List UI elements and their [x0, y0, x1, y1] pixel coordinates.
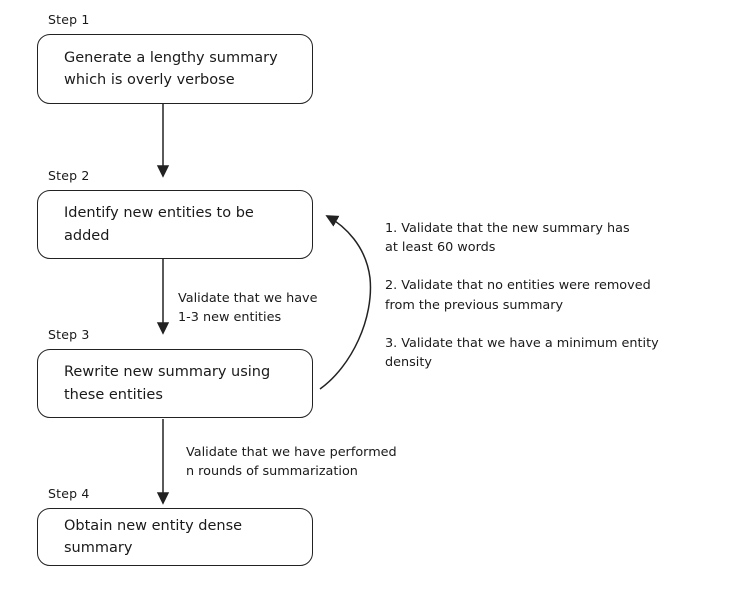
- node-step-2[interactable]: Identify new entities to be added: [37, 190, 313, 259]
- edge-label-step2-step3: Validate that we have 1-3 new entities: [178, 291, 318, 326]
- node-step-2-text: Identify new entities to be added: [64, 205, 254, 244]
- node-step-3[interactable]: Rewrite new summary using these entities: [37, 349, 313, 418]
- step-label-4: Step 4: [48, 486, 90, 501]
- step-label-3: Step 3: [48, 327, 90, 342]
- node-step-4[interactable]: Obtain new entity dense summary: [37, 508, 313, 566]
- validation-note-2: 2. Validate that no entities were remove…: [385, 278, 651, 313]
- edge-label-step3-step4: Validate that we have performed n rounds…: [186, 445, 397, 480]
- step-label-2: Step 2: [48, 168, 90, 183]
- node-step-4-text: Obtain new entity dense summary: [64, 517, 243, 556]
- node-step-3-text: Rewrite new summary using these entities: [64, 364, 271, 403]
- node-step-1-text: Generate a lengthy summary which is over…: [64, 49, 278, 88]
- arrow-feedback-step3-to-step2: [319, 215, 372, 390]
- step-label-1: Step 1: [48, 12, 90, 27]
- node-step-1[interactable]: Generate a lengthy summary which is over…: [37, 34, 313, 104]
- validation-notes-list: 1. Validate that the new summary has at …: [385, 219, 705, 391]
- validation-note-3: 3. Validate that we have a minimum entit…: [385, 335, 659, 370]
- validation-note-1: 1. Validate that the new summary has at …: [385, 221, 630, 256]
